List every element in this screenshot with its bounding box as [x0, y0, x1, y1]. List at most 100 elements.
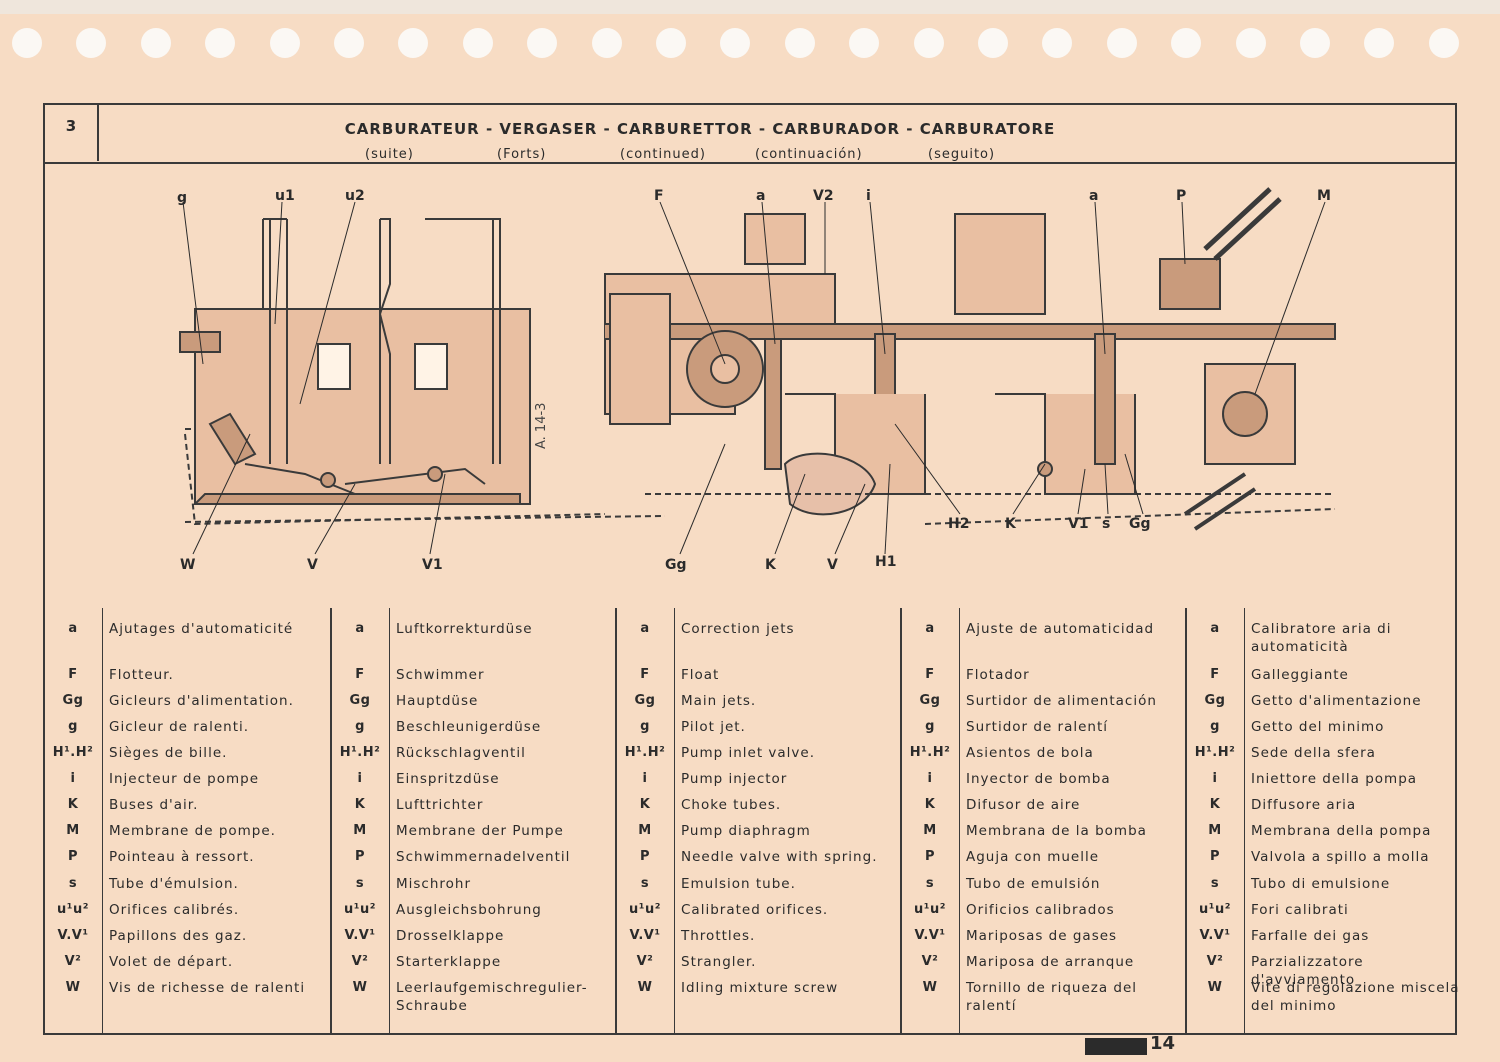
legend-description: Parzializzatore d'avviamento — [1251, 954, 1364, 988]
left-carburettor-section — [179, 218, 666, 526]
legend-description: Calibrated orifices. — [681, 902, 829, 918]
legend-symbol: F — [1210, 667, 1220, 682]
callout-v1: V1 — [422, 557, 443, 573]
legend-description: Volet de départ. — [109, 954, 234, 970]
legend-description: Mariposa de arranque — [966, 954, 1135, 970]
callout-f: F — [654, 188, 664, 204]
diagram-svg: g u1 u2 W V V1 F a V2 i a P M Gg K V H1 … — [177, 187, 1336, 573]
callout-w: W — [180, 557, 195, 573]
legend-description: Papillons des gaz. — [109, 928, 248, 944]
legend-symbol: W — [1207, 980, 1223, 995]
legend-description: Farfalle dei gas — [1251, 928, 1370, 944]
column-divider — [330, 608, 332, 1033]
callout-i: i — [866, 188, 871, 204]
binder-hole — [784, 28, 815, 58]
legend-symbol: W — [65, 980, 81, 995]
legend-symbol: V.V¹ — [914, 928, 946, 943]
binder-holes — [12, 28, 1492, 64]
legend-symbol: V.V¹ — [344, 928, 376, 943]
legend-description: Gicleurs d'alimentation. — [109, 693, 294, 709]
legend-symbol: V.V¹ — [629, 928, 661, 943]
legend-symbol: i — [927, 771, 933, 786]
legend-description: Idling mixture screw — [681, 980, 839, 996]
legend-description: Tubo di emulsione — [1251, 876, 1391, 892]
legend-symbol: V² — [351, 954, 369, 969]
legend-description: Gicleur de ralenti. — [109, 719, 250, 735]
legend-symbol: P — [1209, 849, 1221, 864]
column-divider — [615, 608, 617, 1033]
binder-hole — [76, 28, 107, 58]
legend-description: Throttles. — [681, 928, 756, 944]
page-number: 14 — [1150, 1033, 1176, 1054]
legend-description: Membrana de la bomba — [966, 823, 1147, 839]
binder-hole — [656, 28, 686, 58]
legend-symbol: H¹.H² — [624, 745, 666, 760]
legend-symbol: g — [1210, 719, 1220, 734]
legend-symbol: i — [642, 771, 648, 786]
column-divider — [900, 608, 902, 1033]
callout-h1: H1 — [875, 554, 896, 570]
legend-symbol: H¹.H² — [52, 745, 94, 760]
callout-p: P — [1176, 188, 1186, 204]
legend-symbol: Gg — [349, 693, 371, 708]
legend-description: Strangler. — [681, 954, 757, 970]
legend-description: Float — [681, 667, 720, 683]
legend-symbol: W — [637, 980, 653, 995]
legend-symbol: g — [355, 719, 365, 734]
legend-description: Orificios calibrados — [966, 902, 1115, 918]
diagram-callouts: g u1 u2 W V V1 F a V2 i a P M Gg K V H1 … — [177, 188, 1331, 573]
binder-hole — [269, 28, 300, 58]
legend-symbol: P — [639, 849, 651, 864]
legend-description: Tubo de emulsión — [966, 876, 1101, 892]
legend-symbol: Gg — [634, 693, 656, 708]
callout-m: M — [1317, 188, 1331, 204]
legend-symbol: a — [68, 621, 78, 636]
legend-symbol: g — [68, 719, 78, 734]
legend-symbol: H¹.H² — [909, 745, 951, 760]
legend-description: Surtidor de ralentí — [966, 719, 1109, 735]
page-number-bar — [1085, 1038, 1147, 1055]
legend-description: Surtidor de alimentación — [966, 693, 1157, 709]
legend-description: Mariposas de gases — [966, 928, 1118, 944]
leader-lines — [182, 201, 1326, 555]
binder-hole — [140, 28, 171, 58]
legend-symbol: F — [925, 667, 935, 682]
callout-g: g — [177, 190, 187, 206]
subtitle-italian: (seguito) — [928, 147, 996, 162]
callout-s: s — [1102, 516, 1110, 532]
legend-description: Lufttrichter — [396, 797, 484, 813]
legend-symbol: P — [67, 849, 79, 864]
callout-v2: V2 — [813, 188, 834, 204]
legend-symbol: K — [1209, 797, 1221, 812]
legend-description: Buses d'air. — [109, 797, 199, 813]
legend-description: Sede della sfera — [1251, 745, 1376, 761]
legend-description: Starterklappe — [396, 954, 502, 970]
legend-symbol: Gg — [1204, 693, 1226, 708]
legend-symbol: K — [354, 797, 366, 812]
callout-gg: Gg — [665, 557, 687, 573]
legend-description: Beschleunigerdüse — [396, 719, 542, 735]
legend-description: Calibratore aria di automaticità — [1251, 621, 1392, 655]
legend-symbol: a — [355, 621, 365, 636]
binder-hole — [205, 28, 236, 58]
binder-hole — [1171, 28, 1202, 58]
callout-u2: u2 — [345, 188, 365, 204]
callout-u1: u1 — [275, 188, 295, 204]
legend-description: Luftkorrekturdüse — [396, 621, 533, 637]
legend-symbol: F — [68, 667, 78, 682]
legend-symbol: H¹.H² — [1194, 745, 1236, 760]
symbol-divider — [1244, 608, 1245, 1033]
legend-symbol: s — [925, 876, 935, 891]
legend-description: Vis de richesse de ralenti — [109, 980, 306, 996]
legend-description: Schwimmer — [396, 667, 485, 683]
legend-description: Membrana della pompa — [1251, 823, 1432, 839]
binder-hole — [334, 28, 364, 58]
binder-hole — [1364, 28, 1395, 58]
page-title: CARBURATEUR - VERGASER - CARBURETTOR - C… — [344, 120, 1056, 138]
legend-symbol: s — [355, 876, 365, 891]
legend-description: Galleggiante — [1251, 667, 1349, 683]
legend-description: Ajuste de automaticidad — [966, 621, 1155, 637]
